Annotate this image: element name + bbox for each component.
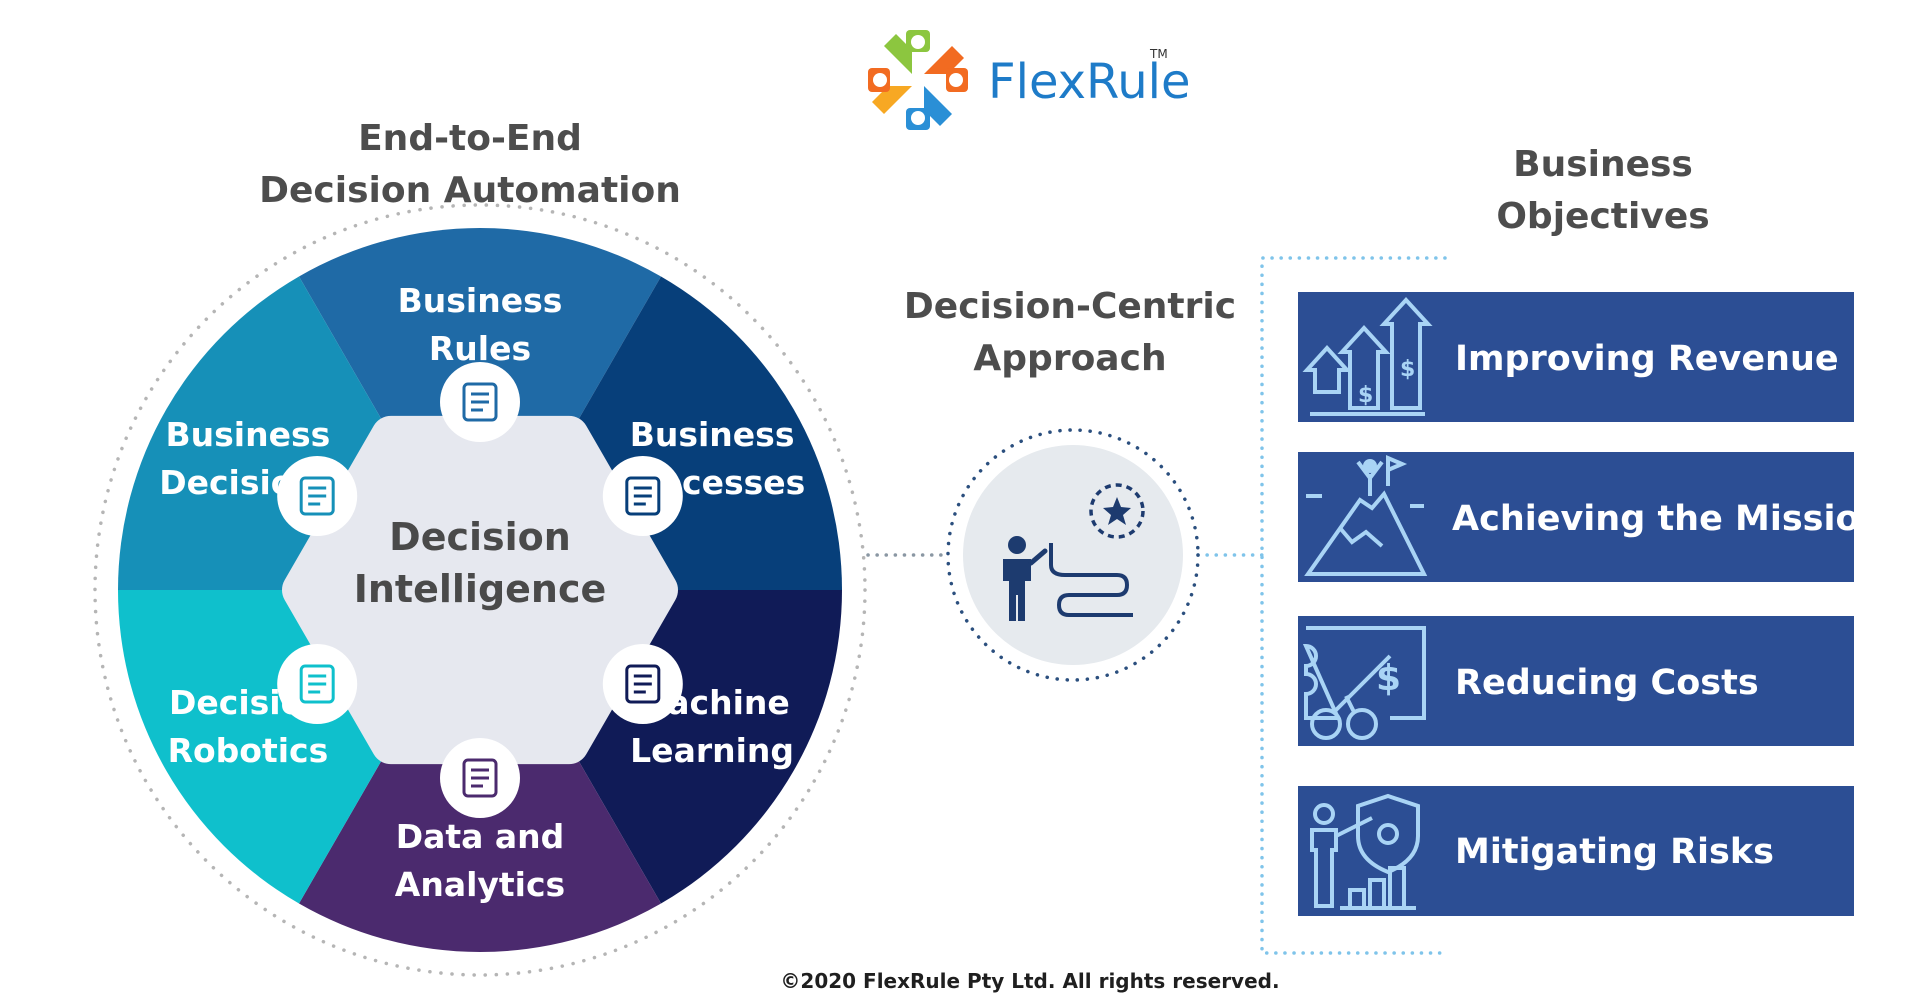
scroll-document-icon-glyph — [462, 382, 498, 422]
segment-label: Business — [630, 415, 795, 454]
segment-label: Business — [166, 415, 331, 454]
objective-label: Achieving the Mission — [1452, 499, 1884, 539]
wheel-heading-line2: Decision Automation — [259, 170, 681, 211]
copyright-notice: ©2020 FlexRule Pty Ltd. All rights reser… — [780, 969, 1279, 993]
segment-label: Business — [398, 281, 563, 320]
objective-label: Mitigating Risks — [1455, 832, 1774, 872]
wheel-heading-line1: End-to-End — [358, 118, 582, 159]
svg-text:$: $ — [1358, 383, 1373, 408]
mountain-summit-icon — [1304, 454, 1428, 576]
segment-label: Robotics — [168, 731, 329, 770]
svg-text:$: $ — [1400, 357, 1415, 382]
objective-box: $ $ Improving Revenue — [1298, 292, 1854, 422]
segment-label: Data and — [396, 817, 565, 856]
objectives-heading-line2: Objectives — [1496, 196, 1709, 237]
approach-disc — [963, 445, 1183, 665]
approach-dotted-ring — [946, 428, 1200, 682]
scissors-coupon-icon: $ — [1302, 626, 1426, 740]
objective-label: Improving Revenue — [1455, 339, 1839, 379]
svg-text:$: $ — [1376, 658, 1401, 699]
objective-box: Mitigating Risks — [1298, 786, 1854, 916]
ai-head-icon-glyph — [625, 664, 661, 704]
person-path-target-icon — [1003, 483, 1145, 621]
process-flowchart-icon-glyph — [625, 476, 661, 516]
robot-arrows-icon-glyph — [299, 664, 335, 704]
segment-label: Learning — [630, 731, 794, 770]
objective-box: $ Reducing Costs — [1298, 616, 1854, 746]
segment-label: Analytics — [395, 865, 565, 904]
decision-automation-wheel: BusinessRulesBusinessProcessesMachineLea… — [118, 228, 842, 953]
approach-heading-line2: Approach — [973, 338, 1166, 379]
segment-label: Rules — [429, 329, 531, 368]
analytics-magnifier-icon-glyph — [462, 758, 498, 798]
center-hexagon — [282, 415, 678, 765]
logo-trademark: TM — [1149, 47, 1168, 61]
objectives-heading-line1: Business — [1513, 144, 1693, 185]
revenue-arrows-icon: $ $ — [1302, 297, 1433, 416]
center-label: Decision — [389, 515, 571, 559]
objectives-dotted-bracket — [1260, 256, 1447, 955]
logo-gear-icon — [868, 30, 968, 130]
objective-label: Reducing Costs — [1455, 663, 1759, 703]
wheel-dotted-ring — [93, 203, 867, 977]
center-label: Intelligence — [354, 567, 607, 611]
objective-box: Achieving the Mission — [1298, 452, 1884, 582]
approach-heading-line1: Decision-Centric — [904, 286, 1236, 327]
logo-wordmark: FlexRule — [988, 54, 1191, 110]
flexrule-logo: FlexRule TM — [868, 30, 1191, 130]
risk-shield-icon — [1310, 793, 1420, 910]
alarm-light-icon-glyph — [299, 476, 335, 516]
